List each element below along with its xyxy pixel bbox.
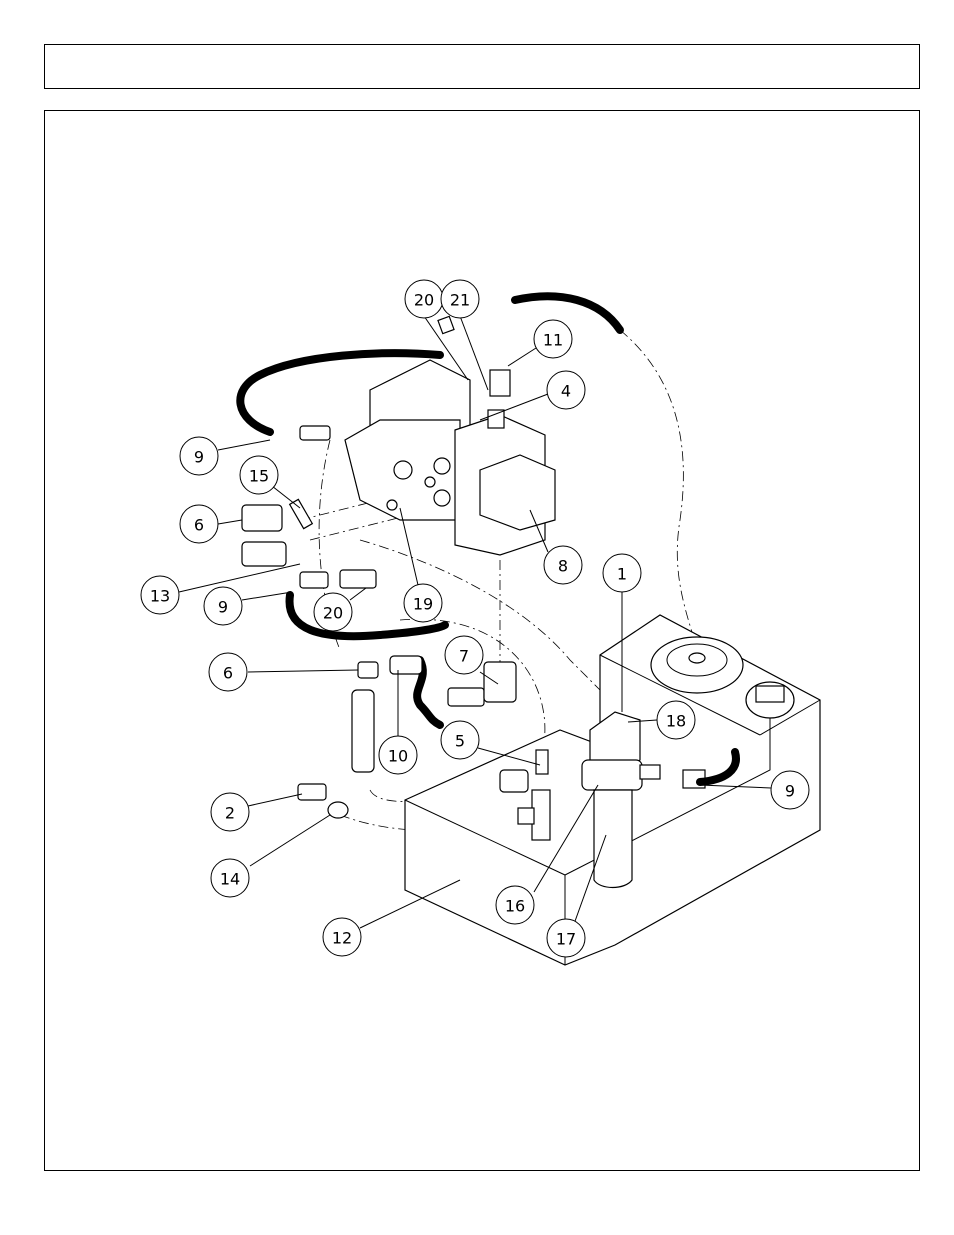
svg-text:5: 5 xyxy=(455,732,465,751)
svg-text:19: 19 xyxy=(413,595,433,614)
callout-15: 15 xyxy=(240,456,278,494)
svg-text:15: 15 xyxy=(249,467,269,486)
svg-text:2: 2 xyxy=(225,804,235,823)
svg-text:17: 17 xyxy=(556,930,576,949)
callout-11: 11 xyxy=(534,320,572,358)
callout-6-lower: 6 xyxy=(209,653,247,691)
callout-20-top: 20 xyxy=(405,280,443,318)
svg-text:12: 12 xyxy=(332,929,352,948)
callout-20-lower: 20 xyxy=(314,593,352,631)
svg-text:10: 10 xyxy=(388,747,408,766)
svg-text:6: 6 xyxy=(194,516,204,535)
motor-icon xyxy=(480,455,555,530)
svg-text:20: 20 xyxy=(323,604,343,623)
callout-9-upper: 9 xyxy=(180,437,218,475)
svg-text:1: 1 xyxy=(617,565,627,584)
svg-text:8: 8 xyxy=(558,557,568,576)
callout-17: 17 xyxy=(547,919,585,957)
svg-text:11: 11 xyxy=(543,331,563,350)
svg-text:4: 4 xyxy=(561,382,571,401)
svg-text:6: 6 xyxy=(223,664,233,683)
callout-19: 19 xyxy=(404,584,442,622)
svg-text:18: 18 xyxy=(666,712,686,731)
callout-5: 5 xyxy=(441,721,479,759)
svg-text:14: 14 xyxy=(220,870,240,889)
callout-4: 4 xyxy=(547,371,585,409)
callout-9-lower: 9 xyxy=(771,771,809,809)
callout-2: 2 xyxy=(211,793,249,831)
callout-1: 1 xyxy=(603,554,641,592)
callout-8: 8 xyxy=(544,546,582,584)
svg-text:20: 20 xyxy=(414,291,434,310)
svg-text:9: 9 xyxy=(785,782,795,801)
svg-text:9: 9 xyxy=(218,598,228,617)
svg-text:21: 21 xyxy=(450,291,470,310)
callout-9-middle: 9 xyxy=(204,587,242,625)
callout-21: 21 xyxy=(441,280,479,318)
callout-6-upper: 6 xyxy=(180,505,218,543)
callout-10: 10 xyxy=(379,736,417,774)
svg-text:16: 16 xyxy=(505,897,525,916)
callout-13: 13 xyxy=(141,576,179,614)
callout-18: 18 xyxy=(657,701,695,739)
svg-text:13: 13 xyxy=(150,587,170,606)
svg-text:9: 9 xyxy=(194,448,204,467)
tank-cap-icon xyxy=(651,637,743,693)
callout-12: 12 xyxy=(323,918,361,956)
callout-7: 7 xyxy=(445,636,483,674)
svg-text:7: 7 xyxy=(459,647,469,666)
callout-16: 16 xyxy=(496,886,534,924)
callout-14: 14 xyxy=(211,859,249,897)
